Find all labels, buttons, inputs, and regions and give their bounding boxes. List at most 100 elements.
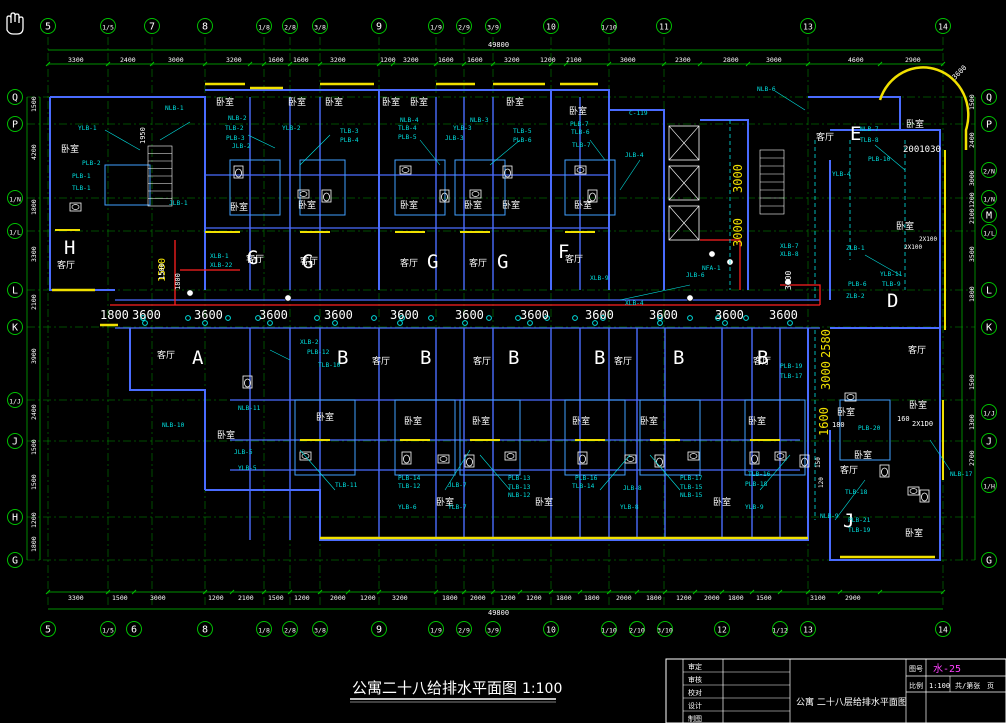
pipe-tag: PLB-3 xyxy=(226,135,245,142)
pipe-tag: YLB-2 xyxy=(282,125,301,132)
dim-top-value: 3000 xyxy=(766,56,782,64)
dim-corridor-value: 3600 xyxy=(649,308,678,322)
basin-outline xyxy=(437,454,450,464)
valve-symbol xyxy=(284,294,292,302)
riser-circle xyxy=(592,320,598,326)
axis-bubble-bottom-circle xyxy=(126,621,142,637)
unit-letter: J xyxy=(843,510,854,532)
unit-letter: B xyxy=(508,347,519,369)
axis-bubble-right-label: L xyxy=(986,286,992,297)
dim-misc: 2X100 xyxy=(919,236,937,243)
pipe-tag: PLB-10 xyxy=(868,156,891,163)
basin-bowl xyxy=(401,167,410,173)
axis-bubble-left-label: 1/N xyxy=(9,196,21,204)
unit-letter: H xyxy=(64,237,75,259)
dim-tick xyxy=(202,61,208,67)
pipe-tag: PLB-21 xyxy=(848,517,871,524)
valve-symbol xyxy=(784,278,792,286)
riser-circle xyxy=(314,315,320,321)
room-label-living: 客厅 xyxy=(908,344,926,356)
basin-bowl xyxy=(301,453,310,459)
axis-bubble-left-label: 1/L xyxy=(9,229,21,237)
pipe-tag: TLB-9 xyxy=(882,281,901,288)
toilet-bowl xyxy=(244,378,251,388)
dim-bottom-value: 1200 xyxy=(208,594,224,602)
axis-bubble-right-label: 1/J xyxy=(983,410,995,418)
dim-right-value: 2400 xyxy=(968,132,976,148)
dim-misc: 1500 xyxy=(158,263,166,280)
dim-left-value: 2100 xyxy=(30,294,38,310)
axis-bubble-top: 13 xyxy=(800,18,816,34)
pipe-tag: JLB-2 xyxy=(232,143,251,150)
dim-corridor-value: 3600 xyxy=(194,308,223,322)
riser-circle xyxy=(140,315,146,321)
room-label-bedroom: 卧室 xyxy=(713,496,731,508)
axis-bubble-left: H xyxy=(7,509,23,525)
axis-bubble-top-label: 2/8 xyxy=(284,24,296,32)
axis-bubble-bottom-label: 6 xyxy=(131,625,137,636)
axis-bubble-right-label: G xyxy=(986,556,992,567)
unit-letter: B xyxy=(673,347,684,369)
axis-bubble-bottom-circle xyxy=(282,621,298,637)
dim-tick xyxy=(461,61,467,67)
dim-vert-1: 1500 xyxy=(157,258,168,282)
axis-bubble-top-label: 2/9 xyxy=(458,24,470,32)
axis-bubble-left-label: J xyxy=(12,437,18,448)
dim-tick xyxy=(247,61,253,67)
dim-right-value: 2100 xyxy=(968,208,976,224)
unit-letter: D xyxy=(887,290,898,312)
drawing-scale: 1:100 xyxy=(522,681,562,697)
axis-bubble-bottom-circle xyxy=(312,621,328,637)
tag-leader xyxy=(299,134,331,166)
room-label-bedroom: 卧室 xyxy=(909,399,927,411)
axis-bubble-right: 2/N xyxy=(981,162,997,178)
axis-bubble-left: K xyxy=(7,319,23,335)
room-label-living: 客厅 xyxy=(469,257,487,269)
dim-corridor-value: 3600 xyxy=(715,308,744,322)
dim-bottom-value: 1800 xyxy=(442,594,458,602)
tag-leader xyxy=(619,159,641,191)
dim-tick xyxy=(805,61,811,67)
dim-tick xyxy=(490,589,496,595)
basin-bowl xyxy=(439,456,448,462)
dim-tick xyxy=(577,589,583,595)
axis-bubble-bottom-circle xyxy=(657,621,673,637)
pipe-tag: PLB-2 xyxy=(82,160,101,167)
unit-letter: B xyxy=(594,347,605,369)
axis-bubble-top: 1/8 xyxy=(256,18,272,34)
bathroom-room xyxy=(639,399,701,476)
basin-bowl xyxy=(626,456,635,462)
axis-bubble-top-circle xyxy=(40,18,56,34)
axis-bubble-right: Q xyxy=(981,89,997,105)
dim-bottom-value: 1500 xyxy=(756,594,772,602)
axis-bubble-left: L xyxy=(7,282,23,298)
axis-bubble-top-circle xyxy=(371,18,387,34)
pipe-tag: TLB-11 xyxy=(335,482,358,489)
axis-bubble-top-circle xyxy=(543,18,559,34)
room-label-bedroom: 卧室 xyxy=(569,105,587,117)
axis-bubble-bottom-label: 3/9 xyxy=(487,627,499,635)
dim-bottom-total: 49800 xyxy=(488,609,509,617)
pipe-tag: TLB-17 xyxy=(780,373,803,380)
axis-bubble-top-circle xyxy=(935,18,951,34)
pipe-tag: NLB-4 xyxy=(400,117,419,124)
pipe-tag: C-119 xyxy=(629,110,648,117)
axis-bubble-bottom-label: 10 xyxy=(546,626,556,635)
dim-right-value: 3500 xyxy=(968,246,976,262)
toilet-tank xyxy=(464,454,475,468)
room-label-bedroom: 卧室 xyxy=(382,96,400,108)
axis-bubble-bottom: 1/5 xyxy=(100,621,116,637)
toilet-tank xyxy=(919,489,930,503)
dim-tick xyxy=(877,61,883,67)
building-walls xyxy=(49,66,970,561)
room-label-bedroom: 卧室 xyxy=(535,496,553,508)
axis-bubble-bottom-circle xyxy=(256,621,272,637)
dim-top-value: 1600 xyxy=(293,56,309,64)
dim-top-value: 3200 xyxy=(226,56,242,64)
tag-leader xyxy=(479,454,511,491)
dim-misc: 180 xyxy=(832,421,845,429)
dim-top-value: 2400 xyxy=(120,56,136,64)
axis-bubble-right-circle xyxy=(981,552,997,568)
pipe-tag: NLB-7 xyxy=(860,126,879,133)
